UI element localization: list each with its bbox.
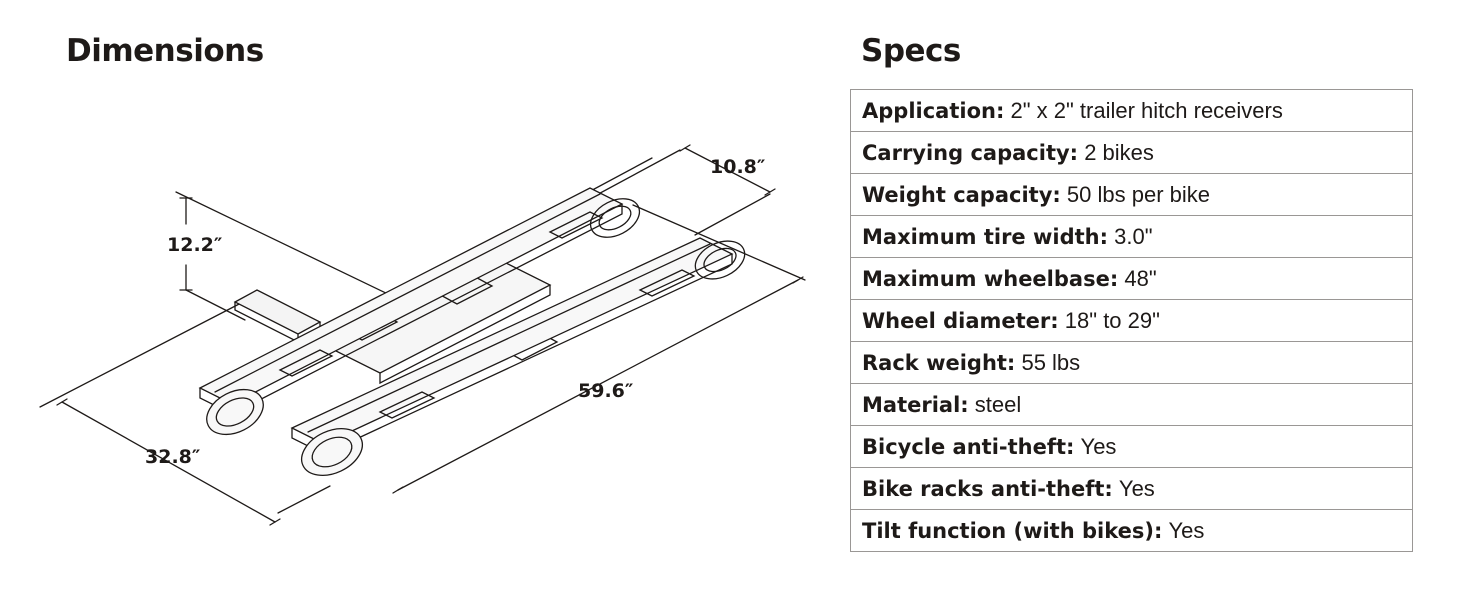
- length-label: 59.6″: [578, 380, 634, 402]
- spec-value: 48": [1124, 265, 1157, 291]
- spec-value: Yes: [1080, 433, 1117, 459]
- width-front-label: 32.8″: [145, 446, 201, 468]
- spec-label: Bike racks anti-theft:: [862, 476, 1113, 501]
- spec-cell: Bike racks anti-theft: Yes: [850, 467, 1413, 510]
- spec-value: 55 lbs: [1021, 349, 1081, 375]
- spec-row: Wheel diameter: 18" to 29": [850, 299, 1413, 342]
- spec-row: Maximum tire width: 3.0": [850, 215, 1413, 258]
- spec-cell: Application: 2" x 2" trailer hitch recei…: [850, 89, 1413, 132]
- height-label: 12.2″: [167, 234, 223, 256]
- spec-value: steel: [974, 391, 1022, 417]
- spec-cell: Wheel diameter: 18" to 29": [850, 299, 1413, 342]
- bike-rack-drawing: [39, 144, 806, 526]
- spec-label: Material:: [862, 392, 969, 417]
- spec-row: Rack weight: 55 lbs: [850, 341, 1413, 384]
- spec-label: Rack weight:: [862, 350, 1016, 375]
- spec-cell: Carrying capacity: 2 bikes: [850, 131, 1413, 174]
- spec-cell: Rack weight: 55 lbs: [850, 341, 1413, 384]
- spec-label: Maximum tire width:: [862, 224, 1109, 249]
- spec-cell: Tilt function (with bikes): Yes: [850, 509, 1413, 552]
- spec-label: Wheel diameter:: [862, 308, 1059, 333]
- spec-row: Carrying capacity: 2 bikes: [850, 131, 1413, 174]
- dimensions-title: Dimensions: [66, 33, 264, 69]
- spec-value: 2" x 2" trailer hitch receivers: [1010, 97, 1283, 123]
- spec-value: 2 bikes: [1084, 139, 1154, 165]
- spec-row: Material: steel: [850, 383, 1413, 426]
- spec-row: Tilt function (with bikes): Yes: [850, 509, 1413, 552]
- spec-label: Maximum wheelbase:: [862, 266, 1119, 291]
- specs-table: Application: 2" x 2" trailer hitch recei…: [850, 89, 1413, 552]
- tray-left: [198, 187, 641, 436]
- spec-label: Tilt function (with bikes):: [862, 518, 1163, 543]
- specs-title: Specs: [861, 33, 961, 69]
- spec-cell: Material: steel: [850, 383, 1413, 426]
- spec-cell: Maximum tire width: 3.0": [850, 215, 1413, 258]
- spec-cell: Bicycle anti-theft: Yes: [850, 425, 1413, 468]
- spec-value: Yes: [1118, 475, 1155, 501]
- spec-row: Weight capacity: 50 lbs per bike: [850, 173, 1413, 216]
- bike-rack-dimension-diagram: 10.8″ 12.2″ 59.6″ 32.8″: [30, 130, 820, 530]
- spec-label: Weight capacity:: [862, 182, 1061, 207]
- spec-row: Application: 2" x 2" trailer hitch recei…: [850, 89, 1413, 132]
- spec-value: 50 lbs per bike: [1066, 181, 1211, 207]
- spec-row: Bicycle anti-theft: Yes: [850, 425, 1413, 468]
- spec-label: Bicycle anti-theft:: [862, 434, 1075, 459]
- tray-right: [290, 237, 746, 476]
- width-top-label: 10.8″: [710, 156, 766, 178]
- spec-value: Yes: [1168, 517, 1205, 543]
- spec-row: Bike racks anti-theft: Yes: [850, 467, 1413, 510]
- spec-label: Application:: [862, 98, 1005, 123]
- spec-cell: Maximum wheelbase: 48": [850, 257, 1413, 300]
- spec-row: Maximum wheelbase: 48": [850, 257, 1413, 300]
- spec-label: Carrying capacity:: [862, 140, 1079, 165]
- spec-cell: Weight capacity: 50 lbs per bike: [850, 173, 1413, 216]
- spec-value: 3.0": [1114, 223, 1153, 249]
- spec-value: 18" to 29": [1064, 307, 1160, 333]
